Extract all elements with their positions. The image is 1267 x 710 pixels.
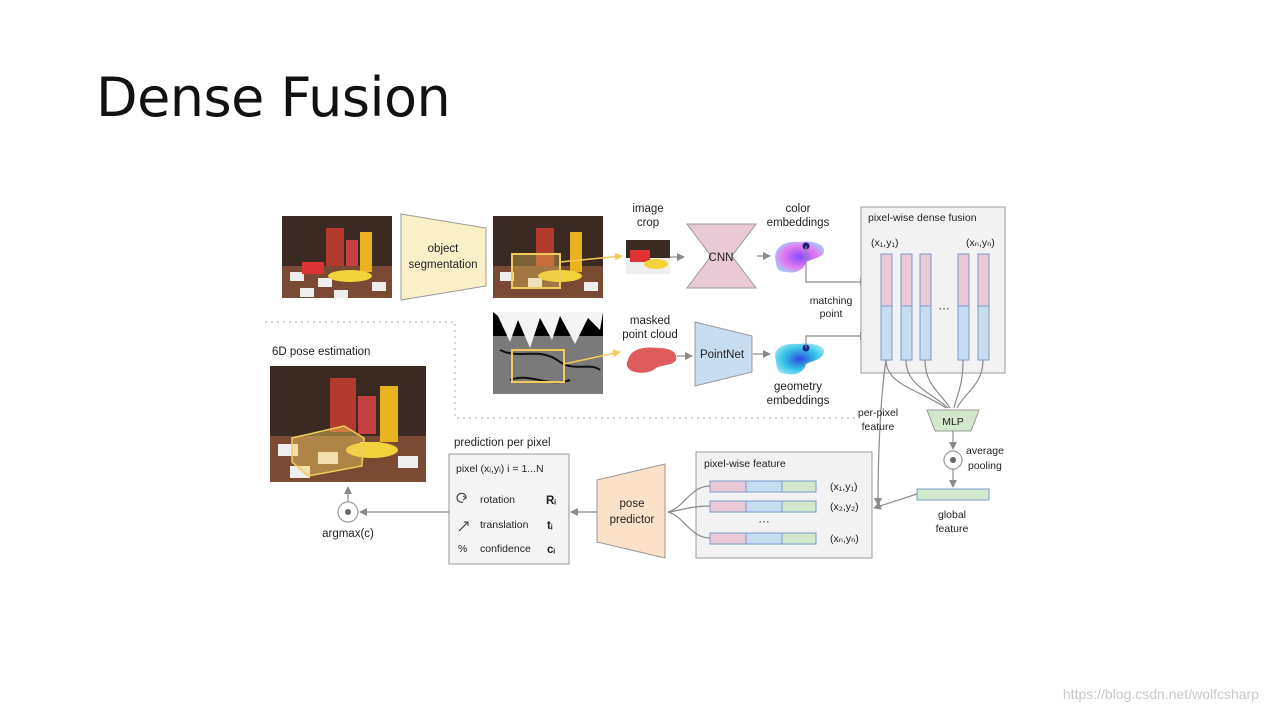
pixel-wise-feature-label: pixel-wise feature: [704, 458, 786, 470]
per-pixel-feature-label-2: feature: [862, 421, 895, 433]
geometry-embeddings-label-1: geometry: [774, 381, 822, 393]
geometry-embeddings-blob: [775, 343, 825, 375]
cnn-label: CNN: [709, 252, 734, 264]
fusion-first-index: (x₁,y₁): [871, 237, 899, 249]
object-segmentation-label-2: segmentation: [408, 259, 477, 271]
fusion-columns: [880, 253, 990, 361]
segmented-photo: [493, 216, 603, 298]
per-pixel-feature-label-1: per-pixel: [858, 407, 898, 419]
dense-fusion-label: pixel-wise dense fusion: [868, 212, 977, 224]
masked-point-cloud-label-1: masked: [630, 315, 670, 327]
feature-row-n-label: (xₙ,yₙ): [830, 533, 859, 545]
pointnet-block: [694, 321, 753, 387]
mlp-label: MLP: [942, 416, 964, 428]
geometry-embeddings-label-2: embeddings: [767, 395, 830, 407]
prediction-pixel-header: pixel (xᵢ,yᵢ) i = 1...N: [456, 463, 544, 475]
image-crop-thumbnail: [626, 240, 670, 274]
fusion-last-index: (xₙ,yₙ): [966, 237, 995, 249]
confidence-symbol: cᵢ: [547, 544, 555, 556]
pose-predictor-block: [596, 463, 666, 559]
arrow-to-point-cloud: [563, 349, 621, 365]
translation-icon: [458, 521, 469, 532]
matching-point-label-1: matching: [810, 295, 853, 307]
global-feature-label-2: feature: [936, 523, 969, 535]
fusion-ellipsis: ···: [938, 303, 950, 315]
global-feature-label-1: global: [938, 509, 966, 521]
prediction-per-pixel-label: prediction per pixel: [454, 437, 551, 449]
argmax-label: argmax(c): [322, 528, 374, 540]
rotation-symbol: Rᵢ: [546, 495, 556, 507]
arrow-to-image-crop: [559, 252, 623, 263]
translation-symbol: tᵢ: [547, 520, 553, 532]
image-crop-label-1: image: [632, 203, 663, 215]
feature-row-1-label: (x₁,y₁): [830, 481, 858, 493]
feature-row-2-label: (x₂,y₂): [830, 501, 859, 513]
confidence-label: confidence: [480, 543, 531, 555]
slide-title: Dense Fusion: [96, 66, 451, 129]
average-pooling-label-1: average: [966, 445, 1004, 457]
depth-image: [493, 312, 603, 394]
pose-estimation-label: 6D pose estimation: [272, 346, 370, 358]
pose-predictor-label-2: predictor: [610, 514, 655, 526]
feature-row-2: [709, 500, 817, 513]
pose-estimation-photo: [270, 366, 426, 482]
point-cloud-blob: [626, 347, 677, 373]
prediction-box: [448, 453, 570, 565]
rotation-icon: [456, 492, 467, 503]
confidence-icon: %: [458, 543, 467, 555]
translation-label: translation: [480, 519, 529, 531]
feature-row-n: [709, 532, 817, 545]
mlp-block: [926, 409, 980, 432]
object-segmentation-block: [400, 213, 487, 301]
matching-point-label-2: point: [820, 308, 843, 320]
color-embeddings-label-2: embeddings: [767, 217, 830, 229]
rotation-label: rotation: [480, 494, 515, 506]
average-pooling-label-2: pooling: [968, 460, 1002, 472]
watermark: https://blog.csdn.net/wolfcsharp: [1062, 686, 1259, 702]
global-feature-bar: [916, 488, 990, 501]
color-embeddings-label-1: color: [786, 203, 811, 215]
color-embeddings-blob: [775, 241, 825, 273]
cnn-block: [686, 223, 757, 289]
feature-row-1: [709, 480, 817, 493]
pointnet-label: PointNet: [700, 349, 745, 361]
feature-ellipsis: ···: [758, 516, 770, 528]
image-crop-label-2: crop: [637, 217, 659, 229]
pose-predictor-label-1: pose: [620, 498, 645, 510]
masked-point-cloud-label-2: point cloud: [622, 329, 678, 341]
input-photo: [282, 216, 392, 298]
object-segmentation-label-1: object: [428, 243, 459, 255]
